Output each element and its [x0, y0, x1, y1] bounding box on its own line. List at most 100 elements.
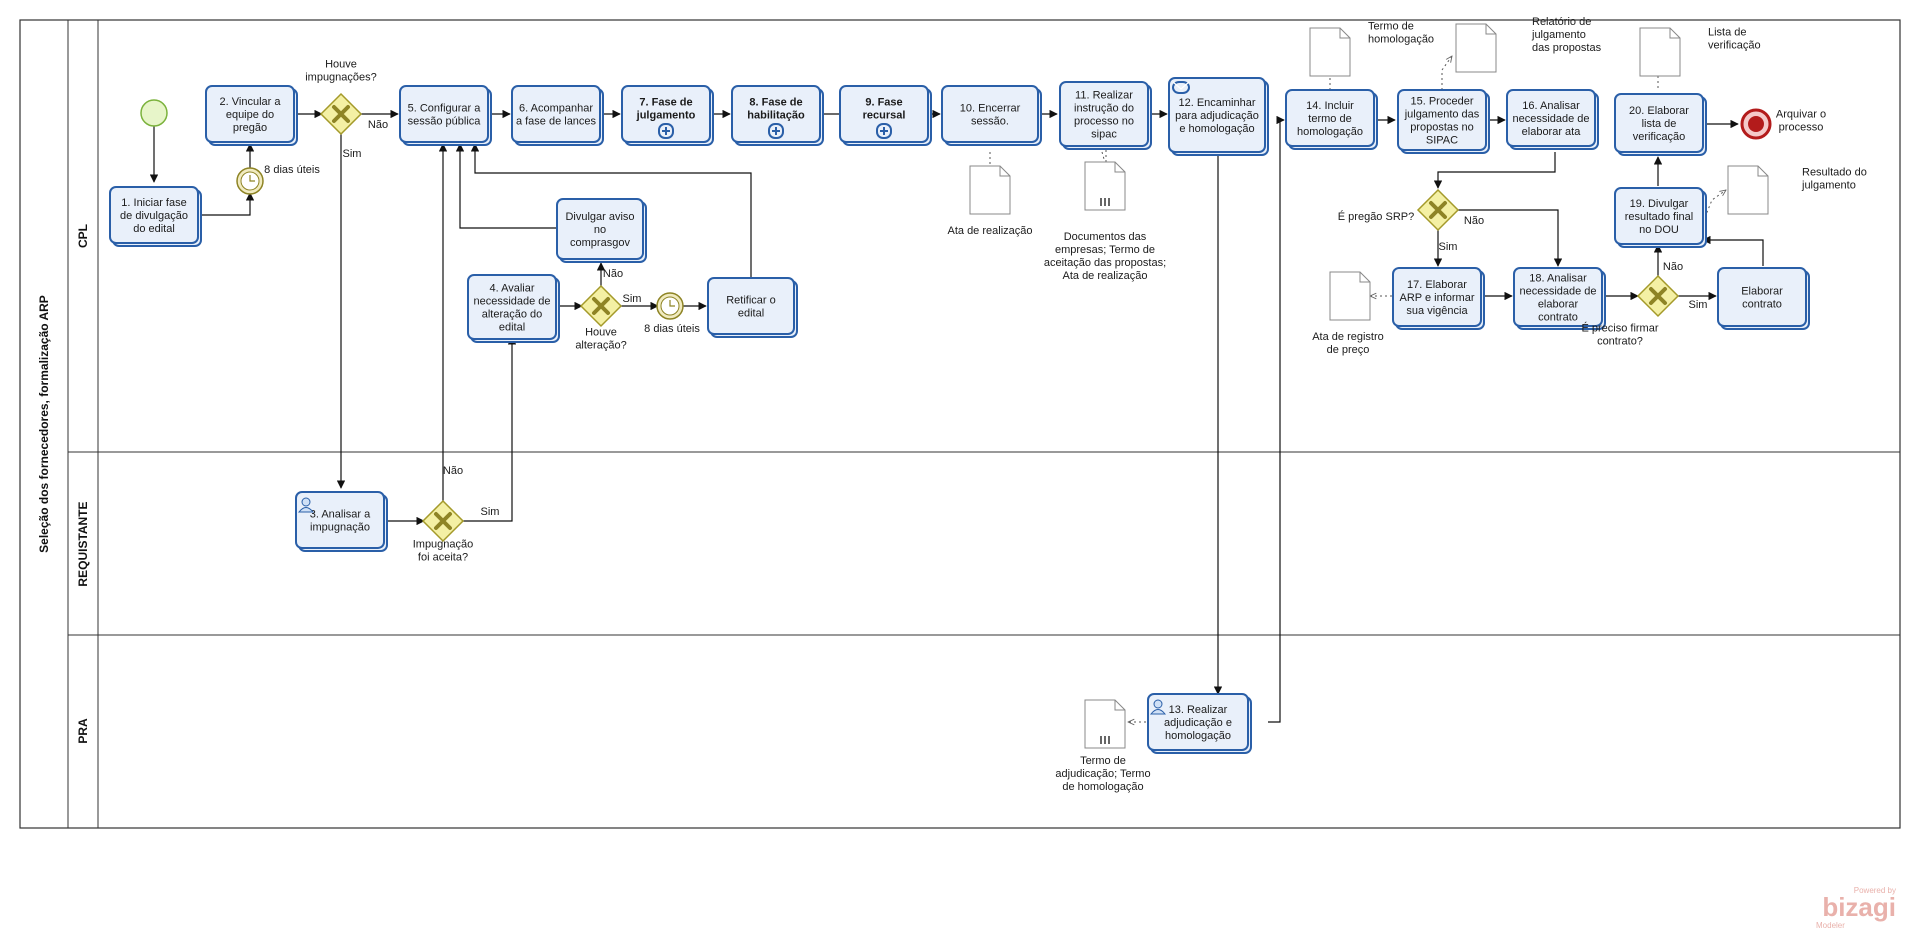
- timer-event-tm1: 8 dias úteis: [236, 164, 320, 195]
- gateway-label: É pregão SRP?: [1338, 210, 1414, 223]
- document-fold: [1114, 162, 1125, 173]
- task-box: [839, 85, 929, 143]
- brand-name: bizagi: [1822, 892, 1896, 922]
- flow-label-sim: Sim: [343, 148, 362, 160]
- pool-border: [19, 19, 1901, 829]
- task-box: [1614, 93, 1704, 153]
- task-box: [467, 274, 557, 340]
- document-icon: [1727, 165, 1769, 215]
- lane-requisitante: REQUISTANTE: [76, 501, 90, 586]
- task-box: [1059, 81, 1149, 147]
- document-icon: [969, 165, 1011, 215]
- collection-marker-icon: [1100, 198, 1110, 206]
- pool-title: Seleção dos fornecedores, formalização A…: [37, 295, 51, 553]
- exclusive-x-icon: [1429, 201, 1447, 219]
- user-icon-body: [297, 507, 315, 513]
- plus-glyph: [880, 127, 888, 135]
- flow-label-sim: Sim: [481, 506, 500, 518]
- task-box: [621, 85, 711, 143]
- exclusive-x-icon: [332, 105, 350, 123]
- document-label: Ata de realização: [948, 225, 1033, 237]
- user-icon: [301, 497, 311, 507]
- exclusive-x-icon: [434, 512, 452, 530]
- clock-hands: [669, 300, 675, 307]
- document-icon: [1084, 699, 1126, 749]
- collection-marker-icon: [1100, 736, 1110, 744]
- task-box: [1717, 267, 1807, 327]
- task-box: [1285, 89, 1375, 147]
- flow-label-nao: Não: [443, 465, 463, 477]
- document-icon: [1329, 271, 1371, 321]
- document-fold: [999, 166, 1010, 177]
- user-icon: [1153, 699, 1163, 709]
- powered-by-label: Powered by: [1854, 886, 1896, 895]
- task-box: [731, 85, 821, 143]
- timer-label: 8 dias úteis: [644, 323, 700, 335]
- task-box: [1506, 89, 1596, 147]
- end-event-core: [1748, 116, 1764, 132]
- task-box: [941, 85, 1039, 143]
- flow-label-sim: Sim: [1689, 299, 1708, 311]
- start-event[interactable]: [140, 99, 168, 127]
- task-box: [399, 85, 489, 143]
- task-box: [1397, 89, 1487, 151]
- document-fold: [1669, 28, 1680, 39]
- document-icon: [1084, 161, 1126, 211]
- task-box: [1513, 267, 1603, 327]
- clock-hands: [249, 175, 255, 182]
- document-fold: [1359, 272, 1370, 283]
- task-box: [295, 491, 385, 549]
- lane-cpl: CPL: [76, 224, 90, 248]
- task-box: [707, 277, 795, 335]
- associations: [989, 56, 1726, 722]
- gateway-g4[interactable]: É pregão SRP?: [1338, 188, 1460, 232]
- flow-label-nao: Não: [1464, 215, 1484, 227]
